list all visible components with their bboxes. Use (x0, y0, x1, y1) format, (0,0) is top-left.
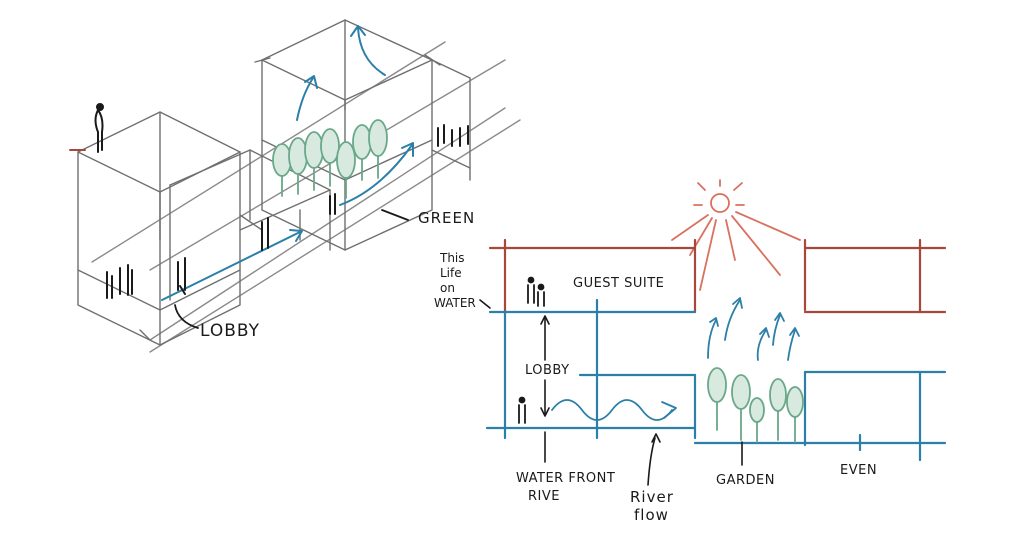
iso-box-middle (169, 149, 331, 301)
sun-rays (671, 211, 801, 291)
section-blue-frame (485, 298, 947, 462)
garden-trees (707, 367, 804, 443)
iso-trees (272, 119, 388, 199)
river-flow-line-2: flow (634, 506, 669, 524)
iso-green-label: GREEN (418, 209, 475, 227)
section-red-frame (488, 238, 947, 314)
section-sketch: This Life on WATER GUEST SUITE LOBBY WAT… (434, 179, 947, 524)
iso-box-tall (254, 19, 471, 251)
iso-box-lobby (69, 111, 241, 346)
iso-lobby-label: LOBBY (200, 321, 260, 341)
rising-air-arrows (707, 297, 800, 361)
iso-people (94, 103, 469, 299)
sun-icon (693, 179, 745, 213)
waterfront-line-2: RIVE (528, 489, 560, 504)
section-lobby-label: LOBBY (525, 363, 570, 378)
river-flow-wave (551, 399, 677, 421)
lobby-arrows (540, 315, 550, 417)
garden-label: GARDEN (716, 473, 775, 488)
isometric-sketch: LOBBY GREEN (69, 19, 521, 353)
section-people (518, 276, 545, 424)
life-on-water-line-3: on (440, 281, 455, 295)
event-label: EVEN (840, 463, 877, 478)
life-on-water-line-1: This (439, 251, 465, 265)
guest-suite-label: GUEST SUITE (573, 276, 664, 291)
iso-label-leaders (174, 209, 409, 329)
section-label-leaders (479, 299, 743, 486)
life-on-water-line-4: WATER (434, 296, 476, 310)
waterfront-line-1: WATER FRONT (516, 471, 615, 486)
life-on-water-line-2: Life (440, 266, 462, 280)
iso-base-lines (91, 41, 521, 353)
river-flow-line-1: River (630, 488, 674, 506)
